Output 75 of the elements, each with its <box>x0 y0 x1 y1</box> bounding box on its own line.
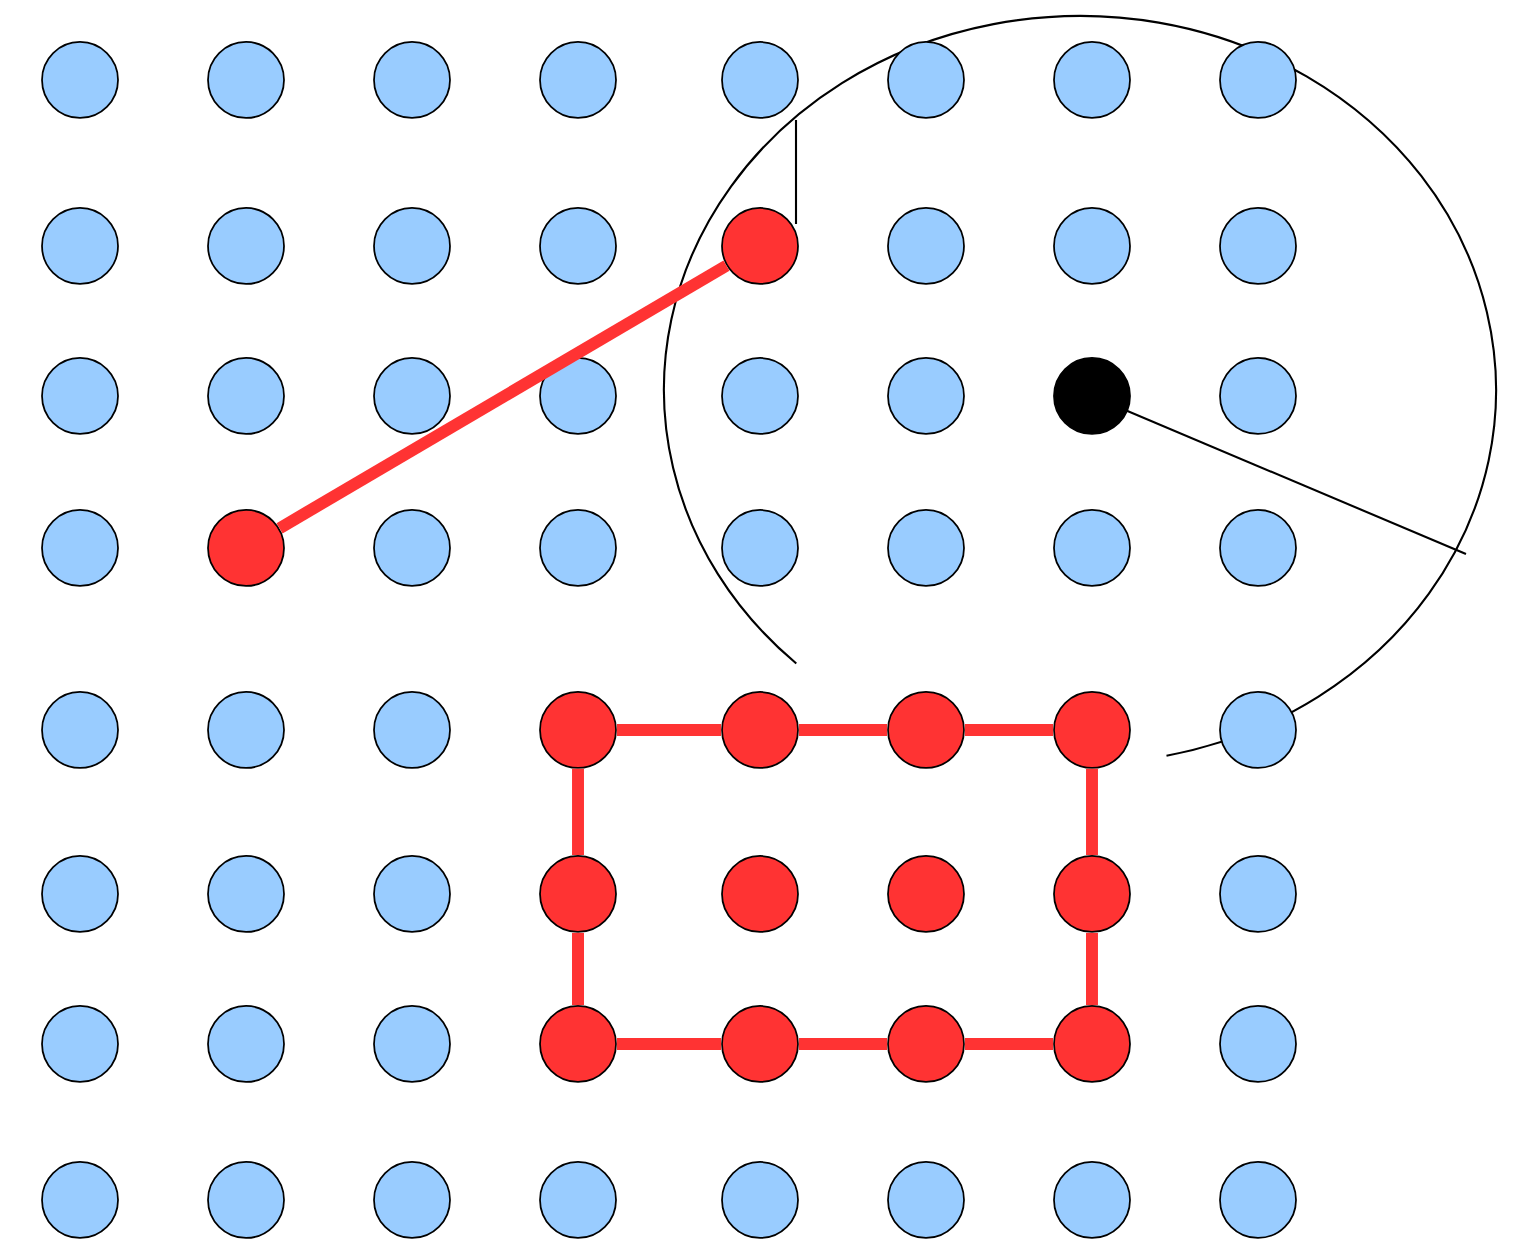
connector-line <box>1086 768 1098 856</box>
dot <box>1219 207 1297 285</box>
dot <box>41 1161 119 1239</box>
dot <box>207 691 285 769</box>
dot <box>41 509 119 587</box>
dot <box>41 1005 119 1083</box>
connector-line <box>572 932 584 1006</box>
dot <box>1219 1161 1297 1239</box>
dot <box>373 207 451 285</box>
dot <box>721 509 799 587</box>
dot <box>887 509 965 587</box>
dot <box>887 207 965 285</box>
dot <box>721 207 799 285</box>
dot <box>721 691 799 769</box>
connector-line <box>276 260 730 534</box>
connector-line <box>1086 932 1098 1006</box>
dot <box>207 207 285 285</box>
dot <box>1219 691 1297 769</box>
dot <box>1219 357 1297 435</box>
dot <box>887 1005 965 1083</box>
dot <box>1053 509 1131 587</box>
dot <box>539 207 617 285</box>
dot <box>373 41 451 119</box>
dot <box>1219 41 1297 119</box>
dot <box>721 41 799 119</box>
dot <box>1053 1161 1131 1239</box>
dot <box>539 509 617 587</box>
dot <box>207 1161 285 1239</box>
dot <box>207 41 285 119</box>
dot <box>721 357 799 435</box>
connector-line <box>964 724 1054 736</box>
dot <box>207 509 285 587</box>
dot <box>539 1005 617 1083</box>
dot <box>207 855 285 933</box>
dot <box>207 357 285 435</box>
dot <box>887 1161 965 1239</box>
dot <box>1219 509 1297 587</box>
dot <box>41 357 119 435</box>
connector-line <box>572 768 584 856</box>
connector-line <box>798 724 888 736</box>
dot <box>373 855 451 933</box>
dot <box>887 41 965 119</box>
dot <box>721 855 799 933</box>
dot <box>41 691 119 769</box>
dot <box>1219 1005 1297 1083</box>
dot <box>1053 855 1131 933</box>
dot <box>373 1005 451 1083</box>
dot <box>539 691 617 769</box>
dot <box>539 1161 617 1239</box>
dot <box>41 855 119 933</box>
dot <box>1053 357 1131 435</box>
connector-line <box>616 1038 722 1050</box>
dot <box>1053 207 1131 285</box>
dot <box>1053 691 1131 769</box>
dot <box>887 855 965 933</box>
dot <box>721 1005 799 1083</box>
connector-line <box>616 724 722 736</box>
connector-line <box>798 1038 888 1050</box>
connector-line <box>964 1038 1054 1050</box>
dot <box>1219 855 1297 933</box>
dot <box>1053 1005 1131 1083</box>
dot <box>1053 41 1131 119</box>
dot <box>373 1161 451 1239</box>
dot <box>721 1161 799 1239</box>
dot <box>207 1005 285 1083</box>
dot <box>539 357 617 435</box>
dot <box>373 509 451 587</box>
dot <box>539 855 617 933</box>
dot <box>887 357 965 435</box>
dot <box>373 357 451 435</box>
dot <box>373 691 451 769</box>
dot <box>539 41 617 119</box>
dot <box>887 691 965 769</box>
dot <box>41 41 119 119</box>
dot <box>41 207 119 285</box>
